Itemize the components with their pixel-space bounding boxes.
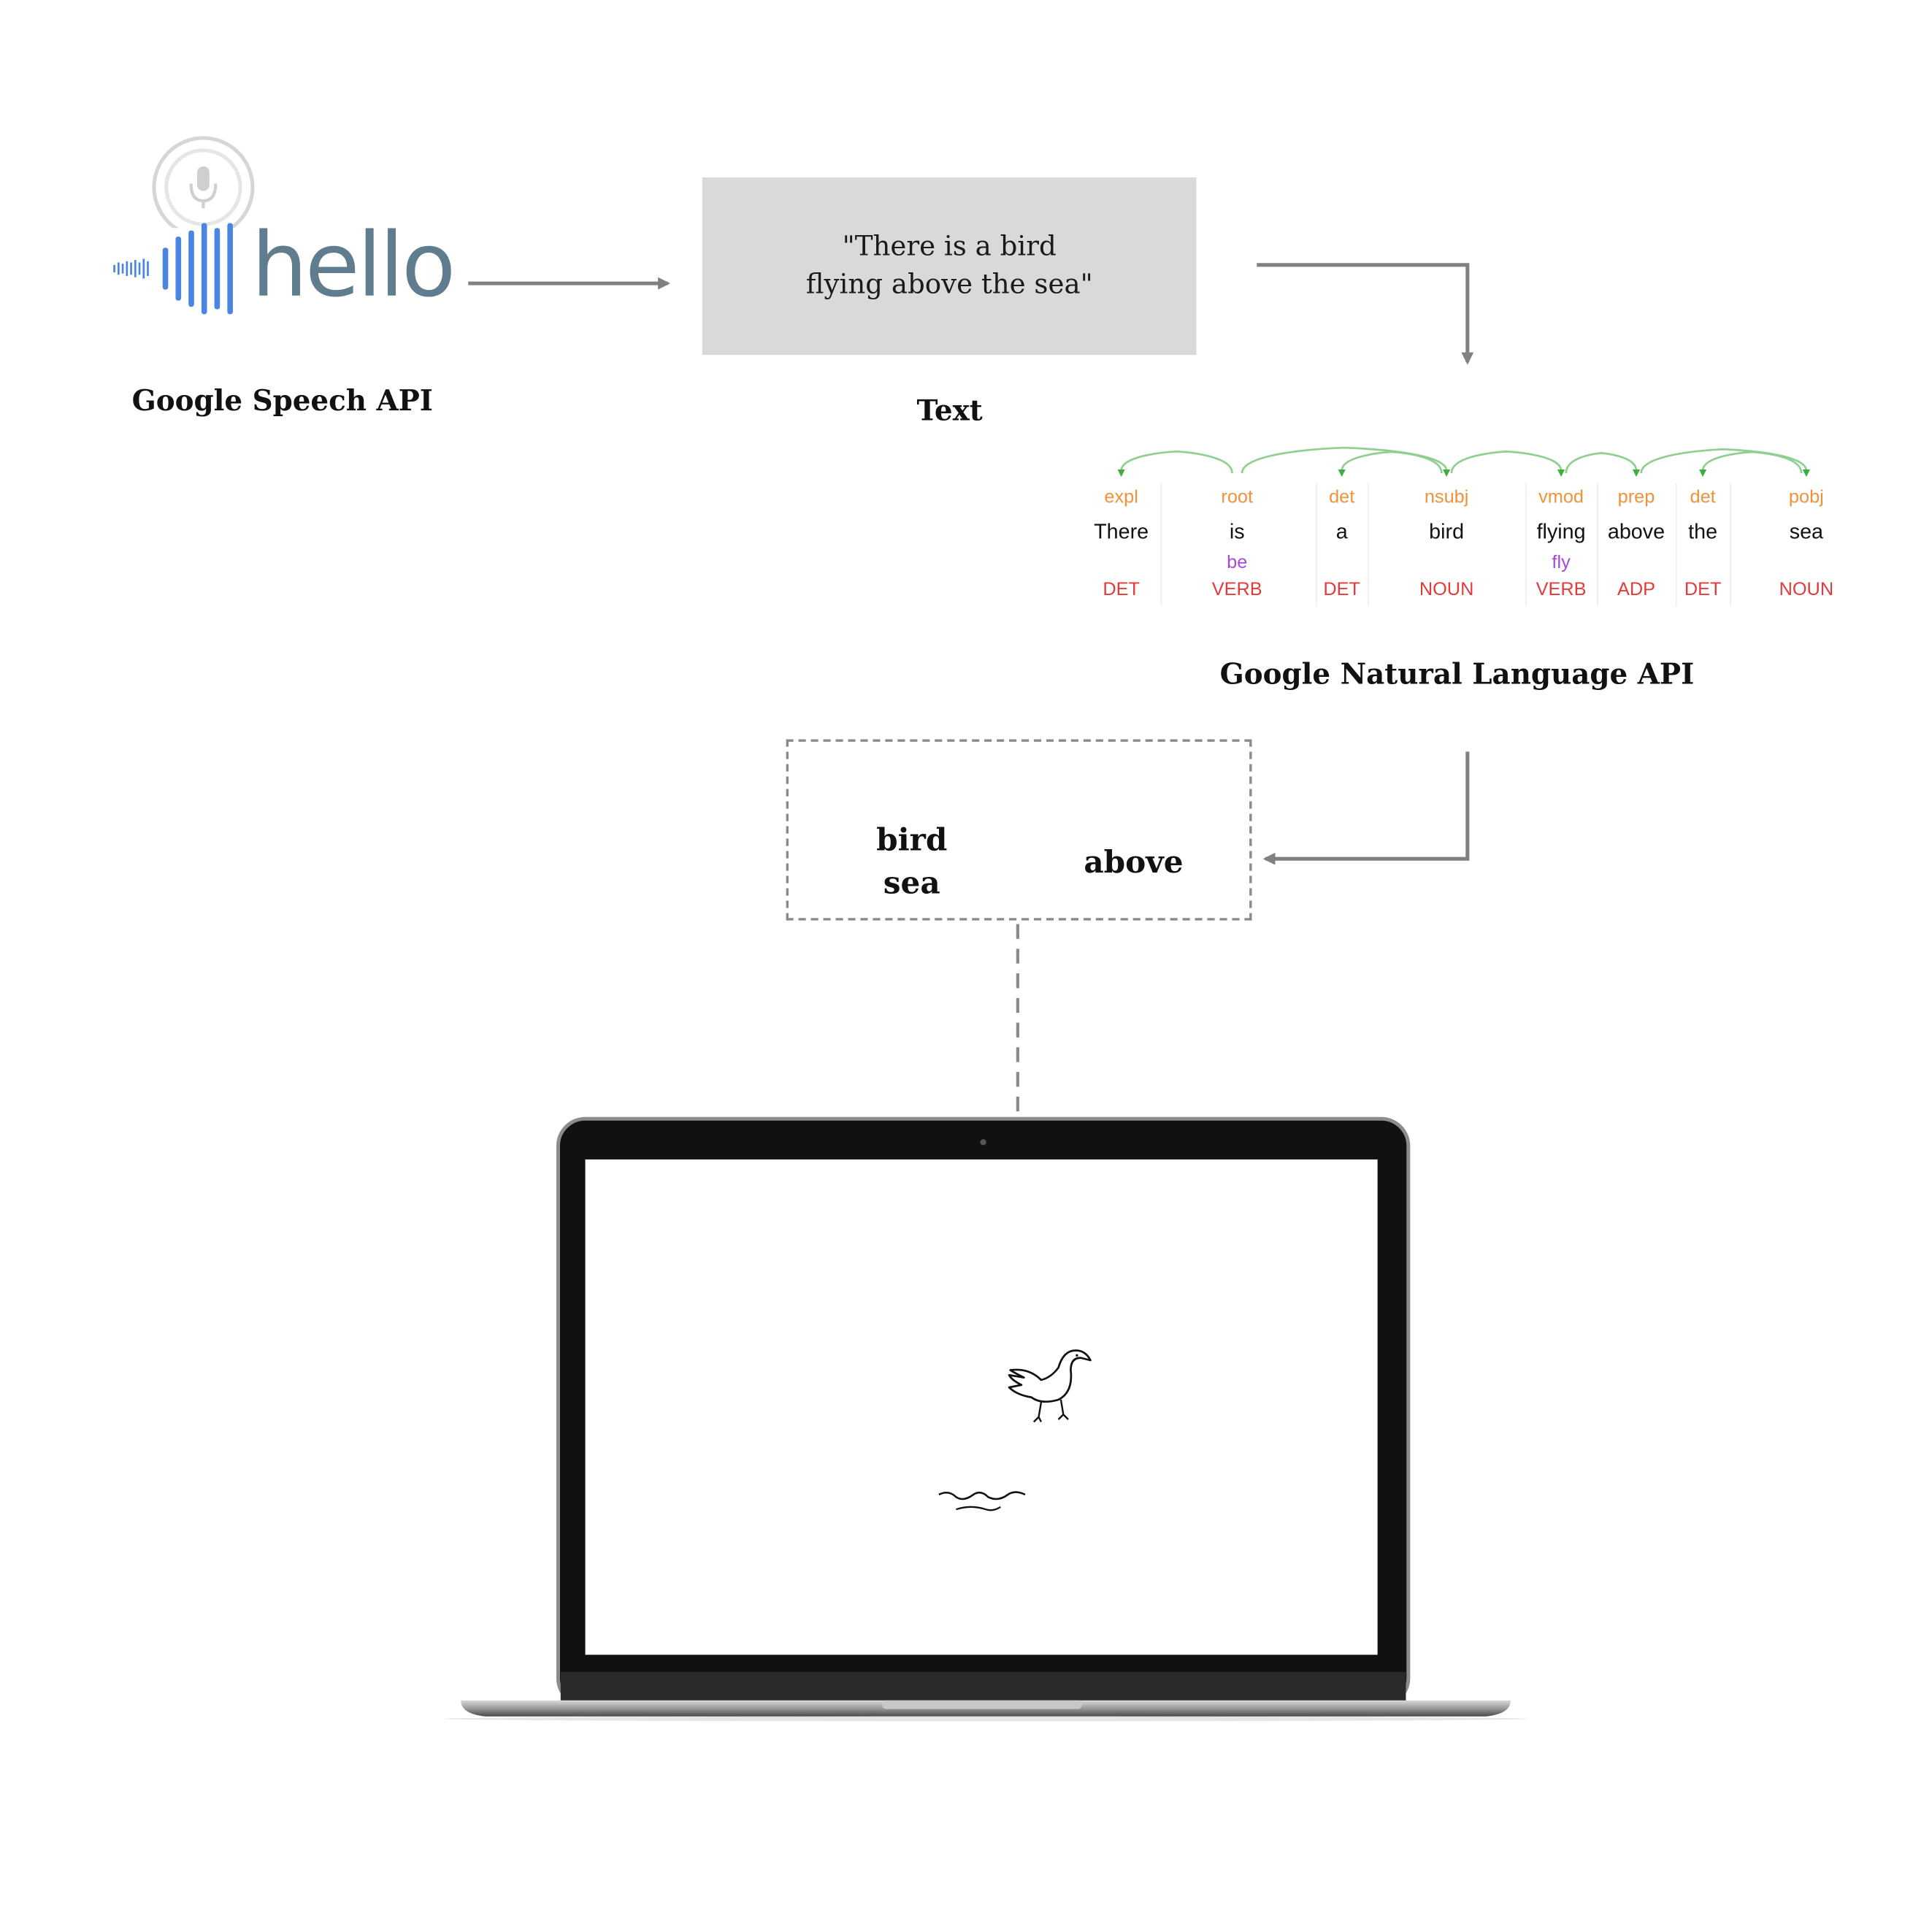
keyword-noun-1: bird <box>876 821 948 858</box>
token-pos-6: DET <box>1684 579 1722 600</box>
token-word-3: bird <box>1429 520 1465 544</box>
token-divider <box>1368 483 1369 607</box>
dependency-arcs <box>1117 446 1810 478</box>
token-rel-2: det <box>1329 486 1355 508</box>
token-divider <box>1676 483 1677 607</box>
noun-keywords: bird sea <box>862 819 961 905</box>
nlp-api-caption: Google Natural Language API <box>1219 658 1695 691</box>
sea-sketch <box>938 1491 1026 1511</box>
token-rel-1: root <box>1221 486 1254 508</box>
keyword-noun-2: sea <box>883 865 940 901</box>
token-rel-7: pobj <box>1788 486 1824 508</box>
token-pos-5: ADP <box>1617 579 1656 600</box>
dependency-arc-head <box>1699 469 1707 478</box>
token-divider <box>1730 483 1731 607</box>
dependency-arc <box>1341 451 1443 474</box>
token-divider <box>1597 483 1598 607</box>
dependency-arc-head <box>1802 469 1810 478</box>
token-pos-1: VERB <box>1211 579 1262 600</box>
token-word-6: the <box>1688 520 1718 544</box>
keyword-relation: above <box>1084 843 1184 880</box>
token-word-4: flying <box>1536 520 1586 544</box>
dependency-arc-head <box>1632 469 1641 478</box>
keyword-box: bird sea above <box>786 739 1252 921</box>
token-word-2: a <box>1335 520 1348 544</box>
laptop-body <box>443 1116 1528 1722</box>
dependency-arc <box>1565 452 1638 474</box>
token-divider <box>1525 483 1527 607</box>
token-pos-7: NOUN <box>1779 579 1834 600</box>
dependency-arc <box>1450 451 1563 474</box>
laptop <box>443 1115 1528 1731</box>
token-word-5: above <box>1607 520 1665 544</box>
token-word-0: There <box>1094 520 1149 544</box>
quote-line-2: flying above the sea" <box>805 269 1093 301</box>
transcribed-text-box: "There is a bird flying above the sea" <box>702 177 1197 355</box>
token-word-7: sea <box>1789 520 1823 544</box>
sound-wave-icon <box>113 223 233 315</box>
token-lemma-4: fly <box>1552 552 1571 573</box>
dependency-arc-head <box>1338 469 1346 478</box>
hello-wordmark: hello <box>251 212 456 317</box>
text-caption: Text <box>916 394 983 428</box>
token-rel-3: nsubj <box>1424 486 1469 508</box>
speech-logo <box>109 129 442 326</box>
quote-line-1: "There is a bird <box>842 231 1057 263</box>
token-rel-5: prep <box>1617 486 1655 508</box>
speech-api-caption: Google Speech API <box>131 384 433 418</box>
token-divider <box>1316 483 1317 607</box>
dependency-arc <box>1241 446 1448 474</box>
token-rel-4: vmod <box>1538 486 1584 508</box>
dependency-arc <box>1120 450 1233 474</box>
dependency-arc-head <box>1557 469 1565 478</box>
arrow-nlp-to-keywords <box>1262 751 1470 865</box>
token-divider <box>1160 483 1162 607</box>
dependency-arc <box>1701 451 1803 474</box>
token-rel-6: det <box>1690 486 1716 508</box>
token-pos-2: DET <box>1323 579 1360 600</box>
arrow-text-to-nlp <box>1257 263 1474 365</box>
token-rel-0: expl <box>1104 486 1138 508</box>
dependency-arc-head <box>1117 469 1125 478</box>
dependency-arc <box>1640 448 1808 474</box>
token-word-1: is <box>1229 520 1245 544</box>
dependency-arc-head <box>1443 469 1451 478</box>
token-lemma-1: be <box>1227 552 1248 573</box>
bird-sketch <box>1008 1349 1092 1423</box>
token-pos-3: NOUN <box>1419 579 1474 600</box>
token-pos-0: DET <box>1103 579 1140 600</box>
token-pos-4: VERB <box>1536 579 1587 600</box>
